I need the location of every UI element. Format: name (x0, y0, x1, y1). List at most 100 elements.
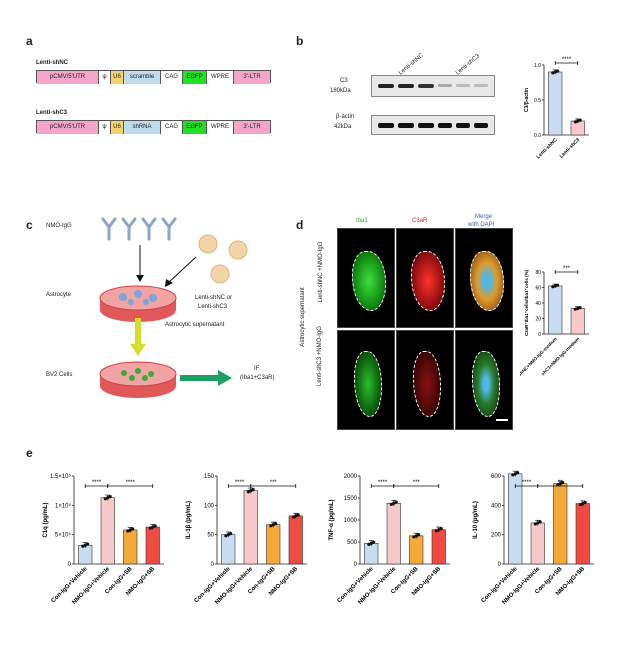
blot-c3-label: C3 (340, 78, 348, 84)
data-point (536, 521, 540, 525)
x-tick-label: NMO-IgG+Vehicle (214, 566, 254, 606)
segment-u6: U6 (111, 71, 124, 84)
y-tick-label: 0.5 (534, 98, 541, 104)
data-point (533, 522, 537, 526)
y-tick-label: 100 (204, 503, 215, 509)
cell (470, 251, 504, 311)
data-point (556, 69, 560, 73)
y-tick-label: 500 (347, 540, 358, 546)
band (456, 123, 470, 128)
segment-psi: ψ (99, 71, 111, 84)
if-label: IF (254, 366, 260, 372)
y-tick-label: 2000 (344, 474, 358, 480)
if-detail: (Iba1+C3aR) (240, 375, 275, 381)
data-point (561, 480, 565, 485)
y-tick-label: 0 (211, 562, 215, 568)
micro-iba1-shc3 (337, 330, 395, 430)
blot-actin-size: 42kDa (334, 124, 352, 130)
data-point (148, 526, 152, 530)
micro-c3ar-shc3 (396, 330, 454, 430)
x-tick-label: Con-IgG+Vehicle (481, 566, 520, 605)
y-tick-label: 1000 (344, 518, 358, 524)
data-point (103, 497, 107, 501)
bar (221, 534, 236, 565)
astrocyte-dish (99, 285, 177, 322)
band (418, 84, 434, 88)
data-point (551, 285, 555, 289)
y-tick-label: 600 (491, 474, 502, 480)
x-tick-label: NMO-IgG+Vehicle (501, 566, 541, 606)
blot-c3 (371, 75, 495, 97)
y-tick-label: 1.0 (534, 63, 541, 69)
y-tick-label: 0 (538, 332, 541, 338)
significance-label: **** (235, 480, 245, 486)
lane-label-shc3: Lenti-shC3 (455, 53, 482, 77)
y-tick-label: 200 (491, 533, 502, 539)
cell (472, 351, 500, 417)
significance-label: **** (562, 57, 572, 63)
arrow-nmo (136, 245, 144, 282)
data-point (269, 524, 273, 528)
data-point (271, 523, 275, 527)
y-axis-label: IL-1β (pg/mL) (186, 501, 192, 539)
significance-label: **** (92, 480, 102, 486)
data-point (573, 120, 577, 124)
data-point (153, 524, 157, 528)
bar (575, 503, 590, 565)
x-tick-label: Lenti-shNC (536, 137, 559, 160)
significance-label: *** (270, 480, 278, 486)
bv2-dish (99, 361, 177, 398)
x-tick-label: Con-IgG+Vehicle (194, 566, 233, 605)
band (398, 123, 414, 128)
bar (548, 285, 563, 335)
construct-2-map: pCMV/5'UTR ψ U6 shRNA CAG EGFP WPRE 3'-L… (36, 120, 271, 134)
micro-merge-shnc (455, 228, 513, 328)
data-point (372, 540, 376, 544)
supernatant-label: Astrocytic supernatant (165, 322, 225, 328)
construct-1-map: pCMV/5'UTR ψ U6 scramble CAG EGFP WPRE 3… (36, 70, 271, 84)
data-point (578, 306, 582, 310)
data-point (83, 543, 87, 547)
x-tick-label: Lenti-shC3 (559, 137, 582, 160)
y-tick-label: 0 (68, 562, 72, 568)
bar (409, 535, 424, 565)
segment-u6: U6 (111, 121, 124, 134)
micro-merge-shc3 (455, 330, 513, 430)
significance-label: ** (558, 480, 563, 486)
construct-2-title: Lenti-shC3 (36, 110, 68, 116)
micro-iba1-shnc (337, 228, 395, 328)
y-axis-label: C3/β-actin (524, 88, 530, 112)
data-point (224, 534, 228, 538)
col-label-c3ar: C3aR (412, 218, 428, 224)
data-point (583, 500, 587, 505)
significance-label: **** (126, 480, 136, 486)
data-point (581, 501, 585, 506)
data-point (434, 529, 438, 533)
data-point (369, 541, 373, 545)
segment-psi: ψ (99, 121, 111, 134)
band (418, 123, 434, 128)
data-point (392, 501, 396, 505)
bar (431, 529, 446, 565)
y-tick-label: 60 (535, 286, 541, 292)
scale-bar (496, 419, 508, 421)
data-point (516, 471, 520, 475)
significance-label: **** (522, 480, 532, 486)
arrow-if (180, 370, 232, 386)
side-label: Astrocytic supernatant (300, 287, 306, 347)
segment-pcmv: pCMV/5'UTR (37, 71, 99, 84)
band (456, 84, 470, 87)
segment-ltr: 3'-LTR (234, 71, 270, 84)
construct-1-title: Lenti-shNC (36, 60, 68, 66)
data-point (249, 489, 253, 493)
data-point (553, 70, 557, 74)
bar (243, 490, 258, 565)
lentivirus-icons (198, 234, 248, 284)
data-point (128, 528, 132, 532)
data-point (291, 515, 295, 519)
segment-egfp: EGFP (183, 71, 207, 84)
segment-shrna: shRNA (124, 121, 161, 134)
y-tick-label: 0 (354, 562, 358, 568)
astrocyte-label: Astrocyte (46, 292, 72, 298)
